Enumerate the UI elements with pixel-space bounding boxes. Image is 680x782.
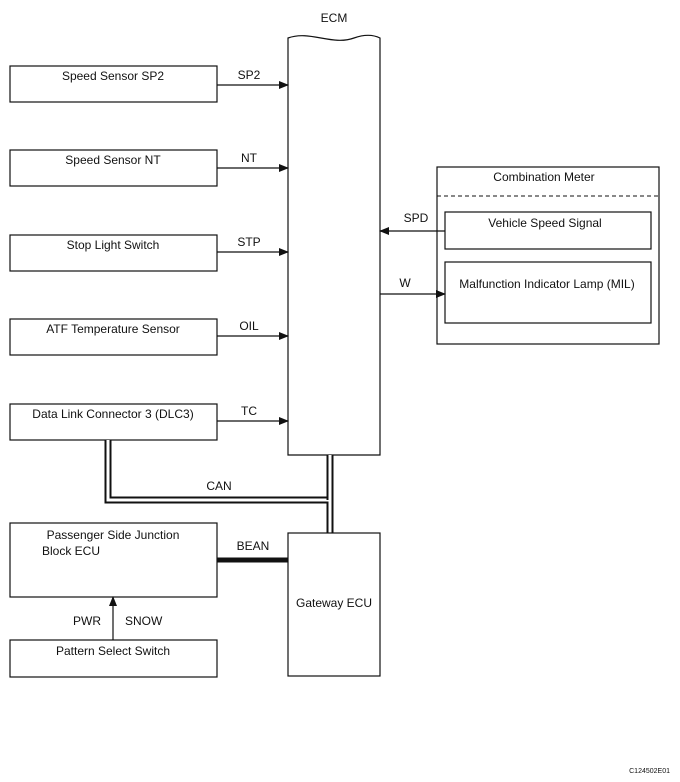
input-stop-light-switch: Stop Light Switch STP: [9, 234, 289, 272]
input-label: Speed Sensor NT: [65, 153, 161, 167]
mil-label: Malfunction Indicator Lamp (MIL): [459, 277, 634, 291]
mil-box: [444, 261, 652, 324]
signal-label: NT: [241, 151, 258, 165]
input-speed-sensor-sp2: Speed Sensor SP2 SP2: [9, 65, 289, 103]
figure-code: C124502E01: [629, 768, 670, 775]
input-speed-sensor-nt: Speed Sensor NT NT: [9, 149, 289, 187]
signal-label: SP2: [238, 68, 261, 82]
signal-label: TC: [241, 404, 257, 418]
spd-signal-label: SPD: [404, 211, 429, 225]
ecm-label: ECM: [321, 11, 348, 25]
input-label: Speed Sensor SP2: [62, 69, 164, 83]
junction-block-label-line1: Passenger Side Junction: [47, 528, 180, 542]
pwr-label: PWR: [73, 614, 101, 628]
gateway-ecu-label: Gateway ECU: [296, 596, 372, 610]
gateway-ecu: Gateway ECU: [287, 532, 381, 677]
vehicle-speed-signal-label: Vehicle Speed Signal: [488, 216, 601, 230]
input-dlc3: Data Link Connector 3 (DLC3) TC: [9, 403, 289, 441]
bean-label: BEAN: [237, 539, 270, 553]
input-label: ATF Temperature Sensor: [46, 322, 180, 336]
junction-block-label-line2: Block ECU: [42, 544, 100, 558]
input-label: Stop Light Switch: [67, 238, 160, 252]
combination-meter: Combination Meter Vehicle Speed Signal M…: [436, 166, 660, 345]
signal-label: OIL: [239, 319, 259, 333]
signal-label: STP: [237, 235, 260, 249]
snow-label: SNOW: [125, 614, 163, 628]
pattern-select-switch-label: Pattern Select Switch: [56, 644, 170, 658]
pattern-select-switch: Pattern Select Switch PWR SNOW: [9, 596, 218, 678]
ecm-box: ECM: [287, 11, 381, 456]
combination-meter-title: Combination Meter: [493, 170, 594, 184]
can-bus: CAN: [104, 440, 334, 533]
w-signal-label: W: [399, 276, 411, 290]
input-atf-temperature-sensor: ATF Temperature Sensor OIL: [9, 318, 289, 356]
input-label: Data Link Connector 3 (DLC3): [32, 407, 193, 421]
can-label: CAN: [206, 479, 231, 493]
junction-block-ecu: Passenger Side Junction Block ECU: [9, 522, 218, 598]
